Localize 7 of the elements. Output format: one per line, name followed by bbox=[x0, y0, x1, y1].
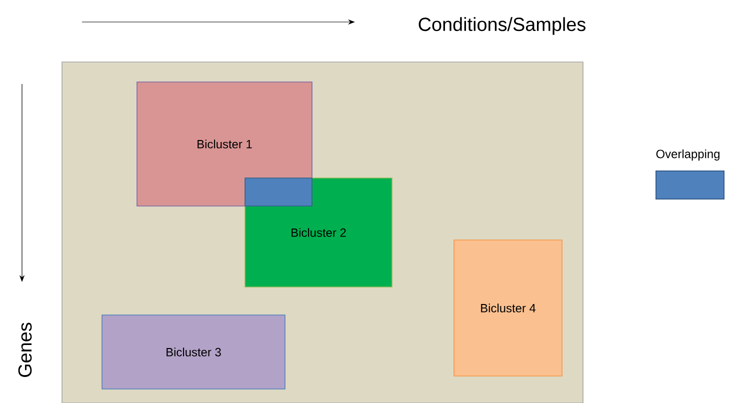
axis-label: Conditions/Samples bbox=[418, 17, 586, 35]
axis-label: Genes bbox=[18, 322, 32, 377]
bicluster-box: Bicluster 3 bbox=[102, 314, 286, 390]
legend-label: Overlapping bbox=[656, 149, 720, 161]
bicluster-box: Bicluster 4 bbox=[454, 240, 562, 376]
bicluster-box: Bicluster 1 bbox=[136, 82, 312, 206]
overlap-box bbox=[244, 178, 312, 206]
